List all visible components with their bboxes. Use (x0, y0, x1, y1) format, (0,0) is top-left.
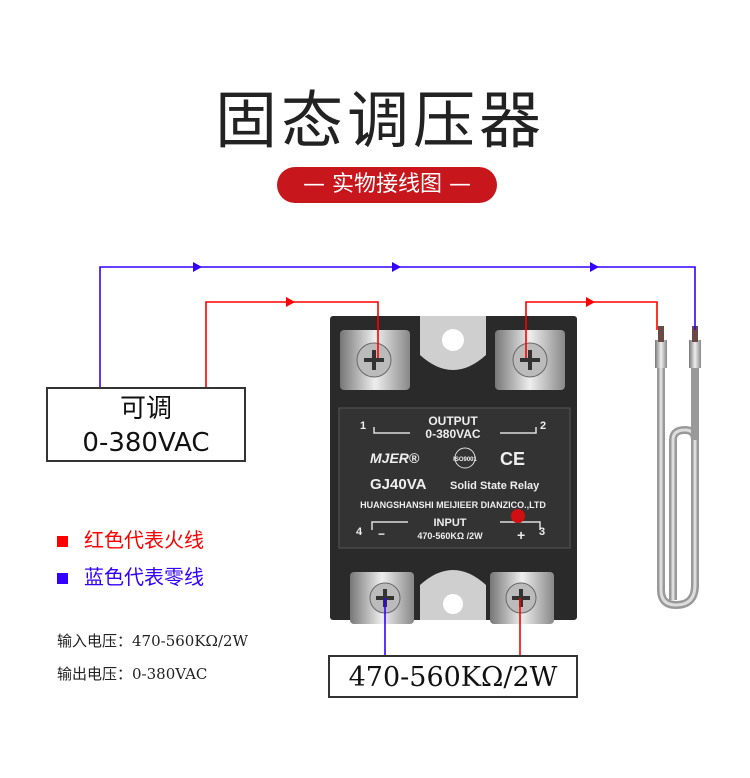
blue-square-icon (57, 573, 68, 584)
page-title: 固态调压器 (214, 84, 545, 157)
model-label: GJ40VA (370, 476, 427, 493)
iso-logo: ISO9001 (453, 457, 477, 463)
terminal-label-3: 3 (539, 526, 545, 538)
spec-output: 输出电压：0-380VAC (57, 665, 208, 683)
plus-sign: + (517, 527, 525, 543)
legend-live: 红色代表火线 (57, 524, 204, 553)
heater-element (655, 326, 701, 610)
terminal-screw-4 (350, 572, 414, 624)
spec-input: 输入电压：470-560KΩ/2W (57, 632, 249, 650)
arrow-icons (193, 262, 599, 307)
terminal-screw-3 (490, 572, 554, 624)
terminal-label-2: 2 (540, 420, 546, 432)
solid-state-relay: 1 2 4 3 OUTPUT 0-380VAC MJER® ISO9001 CE… (330, 316, 577, 624)
brand-logo: MJER® (370, 450, 420, 466)
indicator-led (511, 509, 525, 523)
terminal-screw-1 (340, 330, 410, 390)
input-label: INPUT (434, 517, 467, 529)
legend-neutral: 蓝色代表零线 (57, 561, 204, 590)
red-square-icon (57, 536, 68, 547)
subtitle-badge: — 实物接线图 — (277, 167, 497, 203)
type-label: Solid State Relay (450, 480, 540, 492)
adjustable-output-box: 可调 0-380VAC (46, 387, 246, 462)
maker-label: HUANGSHANSHI MEIJIEER DIANZICO.,LTD (360, 500, 546, 510)
terminal-screw-2 (495, 330, 565, 390)
input-resistance-box: 470-560KΩ/2W (328, 655, 578, 698)
minus-sign: − (378, 527, 385, 541)
terminal-label-4: 4 (356, 526, 363, 538)
adjust-range: 0-380VAC (82, 428, 210, 458)
input-range: 470-560KΩ /2W (417, 531, 483, 541)
output-range: 0-380VAC (425, 427, 480, 441)
terminal-label-1: 1 (360, 420, 366, 432)
ce-mark: CE (500, 449, 525, 469)
output-label: OUTPUT (428, 414, 478, 428)
adjust-label: 可调 (119, 394, 172, 424)
